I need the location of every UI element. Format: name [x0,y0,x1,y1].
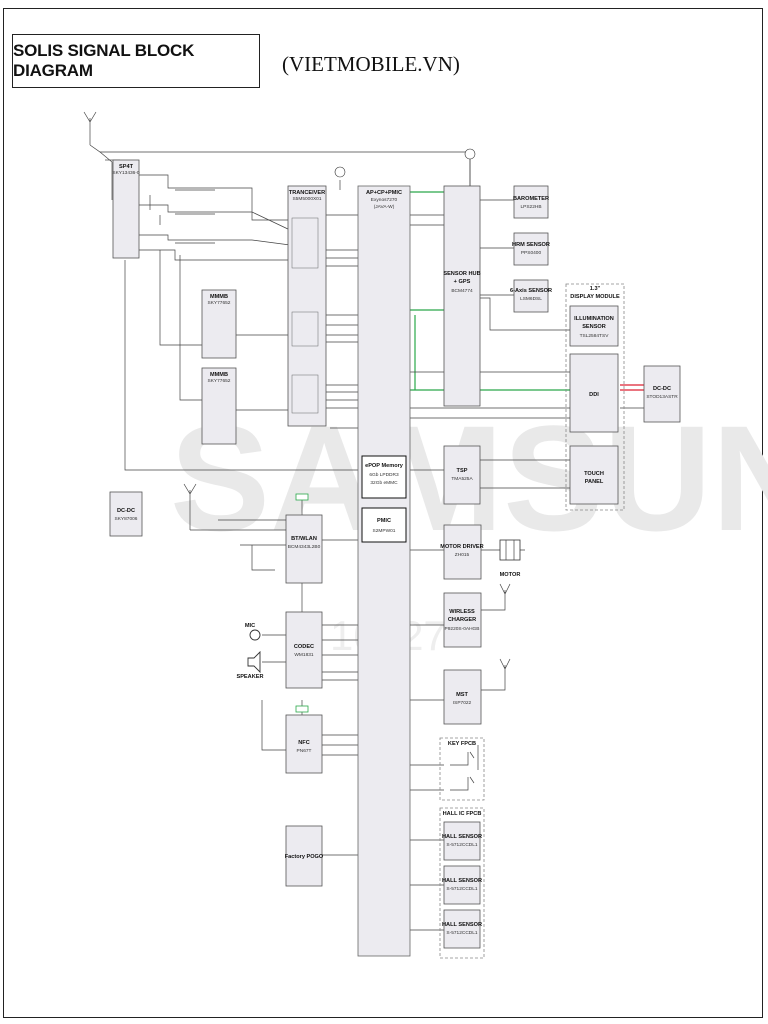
axis6-part: LSM6DSL [520,296,542,302]
mst-block: MST ISP7022 [443,669,482,725]
speaker-label: SPEAKER [236,674,263,680]
tsp-part: TMA525A [451,476,473,482]
mmmb2-name: MMMB [210,372,228,378]
sp4t-part: SKY13436-0 [112,170,140,176]
dcdc-right-block: DC-DC STOD13ASTR [643,365,681,423]
hall2-part: S-5712CCDL1 [446,886,478,892]
sensorhub-part: BCM4774 [451,288,473,294]
hall3-name: HALL SENSOR [442,922,482,928]
tsp-name: TSP [457,468,468,474]
title-box: SOLIS SIGNAL BLOCK DIAGRAM [12,34,260,88]
sensorhub-name: SENSOR HUB [443,271,480,277]
pogo-name: Factory POGO [285,854,324,860]
touch-line2: PANEL [585,479,604,485]
ap-name: AP+CP+PMIC [366,190,402,196]
motor-label: MOTOR [500,572,521,578]
connections [83,111,644,931]
display-module: 1.3" DISPLAY MODULE ILLUMINATION SENSOR … [565,283,625,511]
wireless-line2: CHARGER [448,617,476,623]
transceiver-name: TRANCEIVER [289,190,325,196]
wireless-name: WIRLESS [449,609,475,615]
sp4t-block: SP4T SKY13436-0 [112,159,140,259]
motor-driver-block: MOTOR DRIVER ZH015 [440,524,484,580]
ap-block: AP+CP+PMIC Exynos7270 (JAVA-W) [357,185,411,957]
wireless-block: WIRLESS CHARGER P9220S-0AHGB [443,592,482,648]
nfc-part: PN67T [297,748,312,754]
epop-line3: 32Gb eMMC [370,480,398,486]
motor-symbol: MOTOR [499,539,521,578]
pmic-part: S2MPW01 [373,528,396,534]
barometer-part: LPS22HB [520,204,541,210]
pmic-name: PMIC [377,518,391,524]
nfc-block: NFC PN67T [285,714,323,774]
dcdc-left-part: SKY87006 [115,516,138,522]
page-frame [3,8,763,1018]
hall2-name: HALL SENSOR [442,878,482,884]
hall-fpcb: HALL IC FPCB HALL SENSOR S-5712CCDL1 HAL… [439,807,485,959]
codec-part: WM1831 [294,652,314,658]
illum-part: TSL2584TSV [580,333,610,339]
key-fpcb: KEY FPCB [439,737,485,801]
source-label: (VIETMOBILE.VN) [282,52,460,76]
page-title: SOLIS SIGNAL BLOCK DIAGRAM [13,41,195,80]
hall1-part: S-5712CCDL1 [446,842,478,848]
btwlan-part: BCM4343L2B0 [288,544,321,550]
crystal-symbols [295,148,476,713]
btwlan-name: BT/WLAN [291,536,317,542]
mmmb1-name: MMMB [210,294,228,300]
mic-label: MIC [245,623,255,629]
axis6-block: 6-Axis SENSOR LSM6DSL [510,279,552,313]
motor-driver-part: ZH015 [455,552,470,558]
mic-symbol: MIC [245,623,261,641]
ddi-name: DDI [589,392,599,398]
hrm-name: HRM SENSOR [512,242,550,248]
mmmb2-block: MMMB SKY77652 [201,367,237,445]
hrm-block: HRM SENSOR PPS0400 [512,232,550,266]
ap-sub: (JAVA-W) [374,204,395,210]
barometer-block: BAROMETER LPS22HB [513,185,549,219]
mmmb2-part: SKY77652 [208,378,231,384]
hall1-name: HALL SENSOR [442,834,482,840]
display-title: 1.3" [590,286,601,292]
dcdc-left-name: DC-DC [117,508,135,514]
dcdc-right-name: DC-DC [653,386,671,392]
dcdc-right-part: STOD13ASTR [646,394,678,400]
sensorhub-block: SENSOR HUB + GPS BCM4774 [443,185,481,407]
illum-line2: SENSOR [582,324,606,330]
sensorhub-line2: + GPS [454,279,471,285]
wireless-part: P9220S-0AHGB [445,626,480,632]
illum-name: ILLUMINATION [574,316,614,322]
codec-block: CODEC WM1831 [285,611,323,689]
epop-block: ePOP Memory 6Gb LPDDR3 32Gb eMMC [361,455,407,499]
axis6-name: 6-Axis SENSOR [510,288,552,294]
mst-name: MST [456,692,468,698]
hrm-part: PPS0400 [521,250,542,256]
hall3-part: S-5712CCDL1 [446,930,478,936]
codec-name: CODEC [294,644,314,650]
transceiver-block: TRANCEIVER S5M5000X01 [287,185,327,427]
transceiver-part: S5M5000X01 [292,196,321,202]
speaker-symbol: SPEAKER [236,650,264,680]
barometer-name: BAROMETER [513,196,549,202]
dcdc-left-block: DC-DC SKY87006 [109,491,143,537]
nfc-name: NFC [298,740,310,746]
pogo-block: Factory POGO [285,825,324,887]
mmmb1-part: SKY77652 [208,300,231,306]
key-fpcb-name: KEY FPCB [448,741,476,747]
display-title2: DISPLAY MODULE [570,294,620,300]
ap-part: Exynos7270 [371,197,398,203]
hall-fpcb-name: HALL IC FPCB [443,811,482,817]
touch-name: TOUCH [584,471,604,477]
sp4t-name: SP4T [119,164,134,170]
motor-driver-name: MOTOR DRIVER [440,544,483,550]
btwlan-block: BT/WLAN BCM4343L2B0 [285,514,323,584]
mmmb1-block: MMMB SKY77652 [201,289,237,359]
epop-line2: 6Gb LPDDR3 [369,472,399,478]
mst-part: ISP7022 [453,700,472,706]
epop-name: ePOP Memory [365,463,404,469]
pmic-block: PMIC S2MPW01 [361,507,407,543]
tsp-block: TSP TMA525A [443,445,481,505]
